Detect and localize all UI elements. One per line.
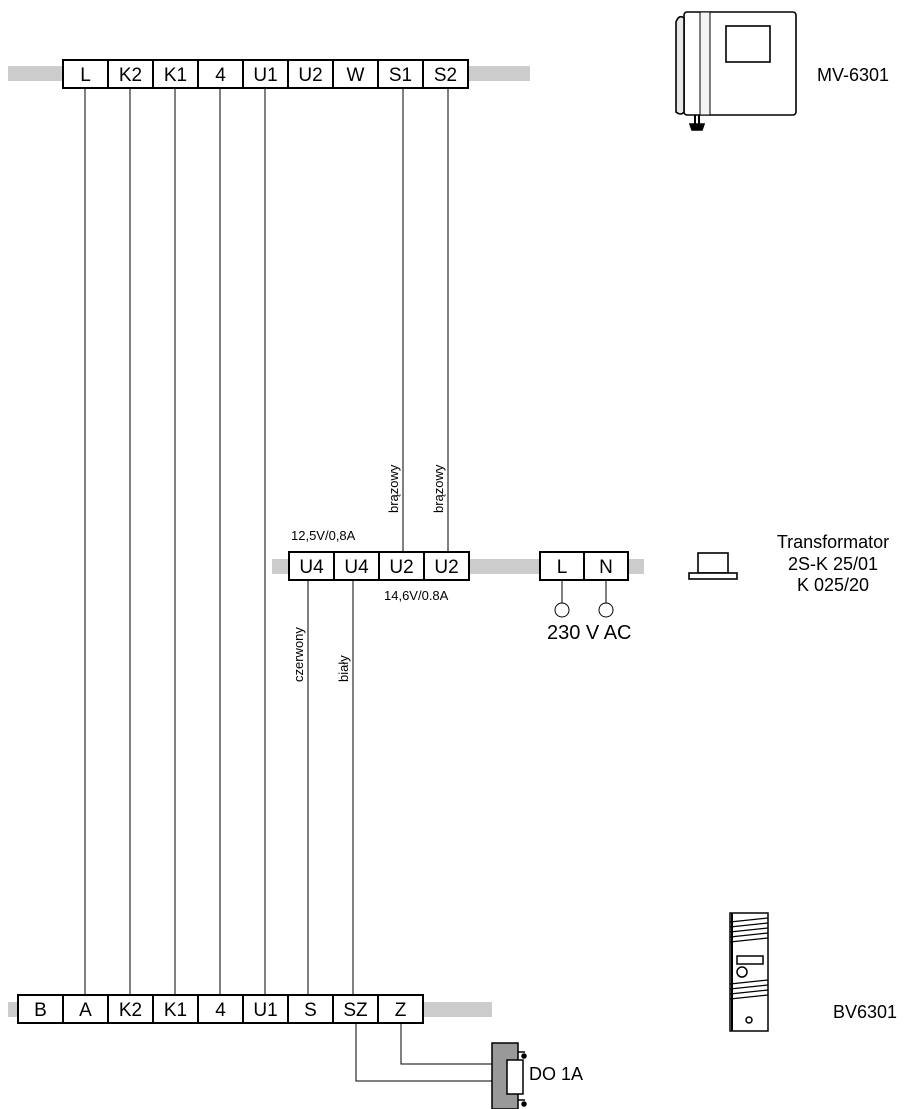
top-block-terminal-label: K1 <box>164 65 187 86</box>
mains-terminal-box <box>583 551 629 581</box>
top-block-terminal-label: W <box>347 65 365 86</box>
transformer-terminal: U2 <box>378 551 425 581</box>
bottom-block-terminal: A <box>62 994 109 1024</box>
wire-label-brown-1: brązowy <box>386 464 401 513</box>
mains-N-connector <box>598 602 614 618</box>
top-terminal-block: L K2 K1 4 U1 U2 W S1 S2 <box>62 59 469 89</box>
bottom-block-terminal-box <box>152 994 199 1024</box>
door-station-label: BV6301 <box>833 1002 897 1022</box>
top-block-terminal: L <box>62 59 109 89</box>
transformer-terminal-label: U4 <box>299 557 324 578</box>
transformer-voltage-lower: 14,6V/0.8A <box>384 588 449 603</box>
top-block-terminal: K1 <box>152 59 199 89</box>
transformer-title-3: K 025/20 <box>797 575 869 595</box>
top-block-terminal-label: K2 <box>119 65 142 86</box>
bottom-block-terminal-label: B <box>34 1000 47 1021</box>
top-block-terminal-label: 4 <box>215 65 226 86</box>
bottom-block-terminal-box <box>242 994 289 1024</box>
bottom-block-terminal: U1 <box>242 994 289 1024</box>
top-block-terminal-label: U1 <box>253 65 277 86</box>
wire-label-red: czerwony <box>291 627 306 682</box>
transformer-terminal-label: U4 <box>344 557 369 578</box>
wires <box>84 88 607 1082</box>
transformer-terminal: U2 <box>423 551 470 581</box>
bottom-terminal-block: B A K2 K1 4 U1 S SZ Z <box>17 994 424 1024</box>
top-block-terminal-box <box>62 59 109 89</box>
wire-label-brown-2: brązowy <box>431 464 446 513</box>
wire-label-white: biały <box>336 655 351 682</box>
transformer-icon <box>688 552 738 580</box>
top-block-terminal: U1 <box>242 59 289 89</box>
bottom-block-terminal: 4 <box>197 994 244 1024</box>
door-lock-icon <box>491 1042 527 1109</box>
transformer-title-2: 2S-K 25/01 <box>788 554 878 574</box>
transformer-terminal-box <box>288 551 335 581</box>
top-block-terminal-box <box>422 59 469 89</box>
mains-L-connector <box>554 602 570 618</box>
top-block-terminal-box <box>377 59 424 89</box>
mains-terminal-label: N <box>599 557 613 578</box>
transformer-terminal: U4 <box>288 551 335 581</box>
bottom-block-terminal: Z <box>377 994 424 1024</box>
bottom-block-terminal-box <box>287 994 334 1024</box>
top-block-terminal-box <box>152 59 199 89</box>
top-block-terminal-label: L <box>80 65 91 86</box>
top-block-terminal: S2 <box>422 59 469 89</box>
video-monitor-icon <box>675 11 797 131</box>
top-block-terminal: K2 <box>107 59 154 89</box>
bottom-block-terminal-box <box>377 994 424 1024</box>
bottom-block-terminal: B <box>17 994 64 1024</box>
monitor-label: MV-6301 <box>817 65 889 85</box>
transformer-voltage-upper: 12,5V/0,8A <box>291 528 356 543</box>
bottom-block-terminal-label: SZ <box>343 1000 368 1021</box>
transformer-terminal: U4 <box>333 551 380 581</box>
top-block-terminal-label: S1 <box>389 65 412 86</box>
bottom-block-terminal: K1 <box>152 994 199 1024</box>
bottom-block-terminal-label: K2 <box>119 1000 142 1021</box>
top-block-terminal-label: U2 <box>298 65 322 86</box>
bottom-block-terminal-label: K1 <box>164 1000 187 1021</box>
transformer-terminal-label: U2 <box>434 557 458 578</box>
wire-SZ-lock <box>355 1023 510 1082</box>
bottom-block-terminal-label: S <box>304 1000 317 1021</box>
transformer-terminal-block: U4 U4 U2 U2 <box>288 551 470 581</box>
top-block-terminal-box <box>332 59 379 89</box>
bottom-block-terminal-label: A <box>79 1000 92 1021</box>
mains-terminal: L <box>539 551 585 581</box>
top-block-terminal: W <box>332 59 379 89</box>
bottom-block-terminal-box <box>107 994 154 1024</box>
top-block-terminal: 4 <box>197 59 244 89</box>
transformer-terminal-label: U2 <box>389 557 413 578</box>
mains-voltage-label: 230 V AC <box>547 622 632 644</box>
top-block-terminal: S1 <box>377 59 424 89</box>
bottom-block-terminal: SZ <box>332 994 379 1024</box>
bottom-block-terminal-box <box>17 994 64 1024</box>
bottom-block-terminal-label: U1 <box>253 1000 277 1021</box>
mains-terminal-label: L <box>557 557 568 578</box>
bottom-block-terminal: K2 <box>107 994 154 1024</box>
wire-Z-lock <box>400 1023 510 1065</box>
bottom-block-terminal-label: 4 <box>215 1000 226 1021</box>
bottom-block-terminal: S <box>287 994 334 1024</box>
top-block-terminal: U2 <box>287 59 334 89</box>
mains-terminal: N <box>583 551 629 581</box>
door-station-icon <box>729 912 769 1032</box>
lock-label: DO 1A <box>529 1064 583 1084</box>
transformer-terminal-box <box>423 551 470 581</box>
top-block-terminal-label: S2 <box>434 65 457 86</box>
transformer-title-1: Transformator <box>777 532 889 552</box>
bottom-block-terminal-label: Z <box>395 1000 407 1021</box>
